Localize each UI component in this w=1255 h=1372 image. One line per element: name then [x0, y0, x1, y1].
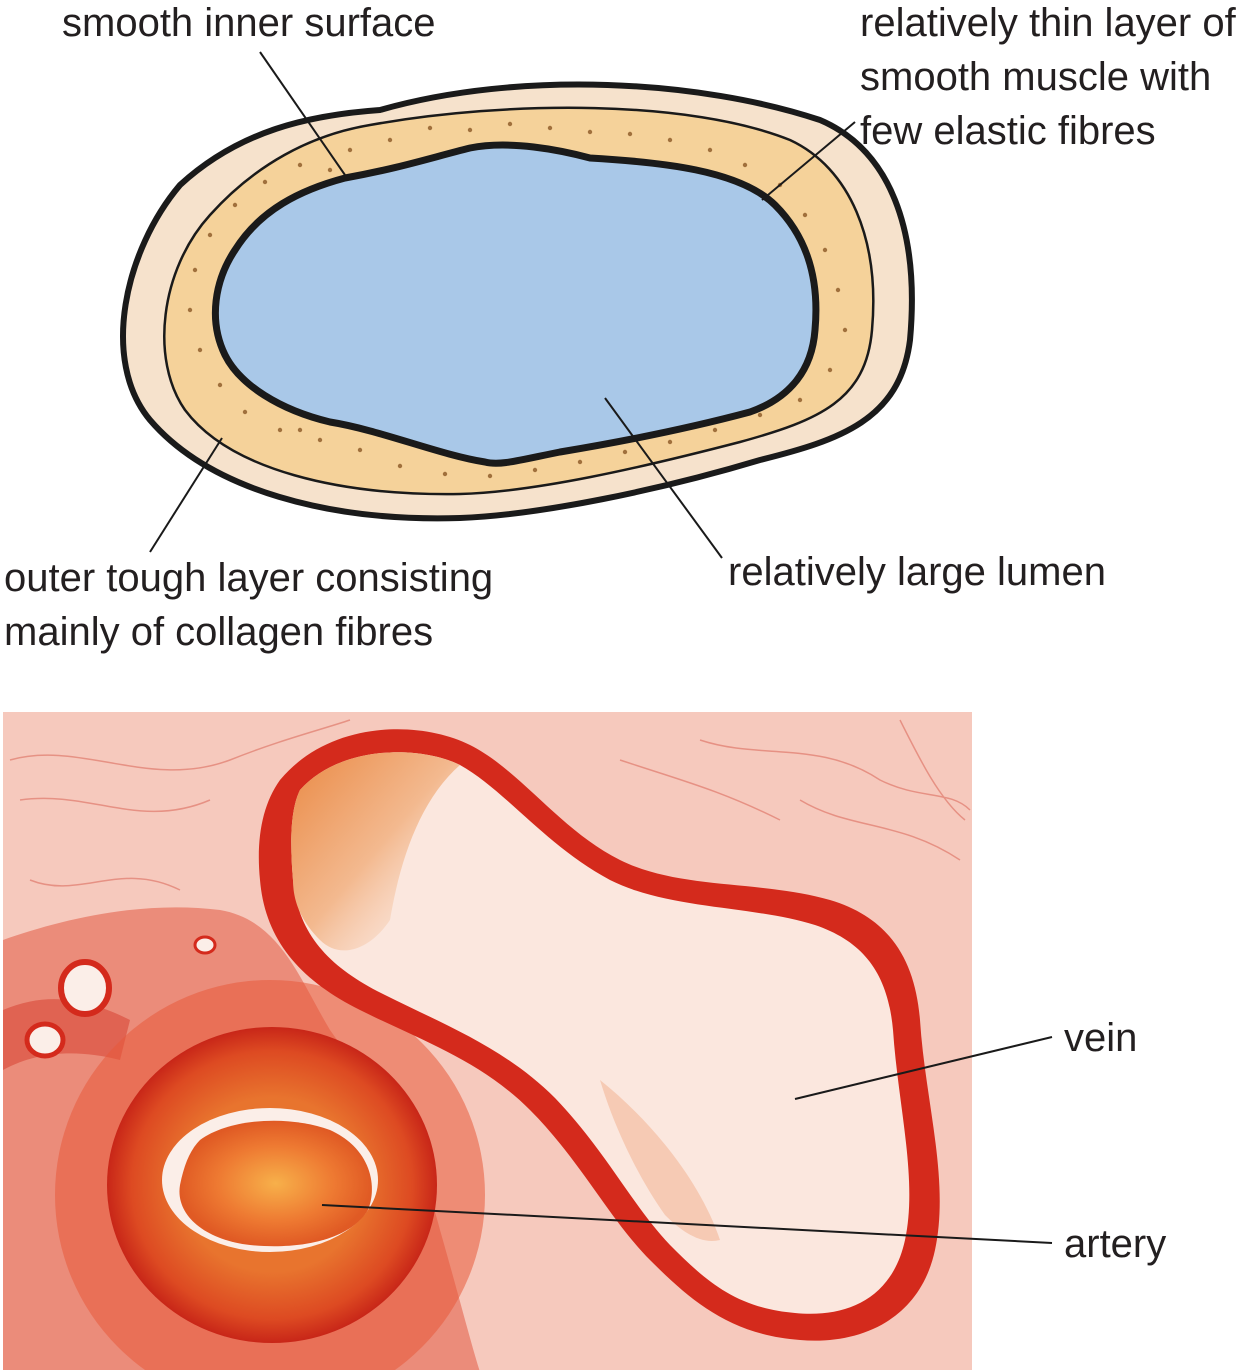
label-outer-layer-line-2: mainly of collagen fibres [4, 610, 434, 654]
vein-diagram [120, 51, 915, 559]
leader-artery [321, 1204, 1053, 1244]
small-vessel [193, 935, 217, 955]
micrograph-background [3, 712, 972, 1370]
artery-elastic-lining [162, 1108, 378, 1252]
leader-vein [794, 1036, 1053, 1100]
leader-muscle-layer [761, 121, 856, 201]
leader-outer-layer [149, 437, 223, 553]
vein-wall [258, 729, 940, 1341]
artery-lumen [179, 1120, 372, 1247]
label-muscle-layer-line-2: smooth muscle with [860, 55, 1212, 99]
label-artery: artery [1064, 1222, 1167, 1266]
label-outer-layer: outer tough layer consisting mainly of c… [4, 551, 493, 659]
label-outer-layer-line-1: outer tough layer consisting [4, 556, 494, 600]
small-vessel [24, 1021, 66, 1059]
label-lumen: relatively large lumen [728, 550, 1106, 594]
leader-inner-surface [259, 51, 346, 176]
vein-lumen [211, 141, 820, 467]
artery-wall [107, 1027, 437, 1343]
connective-strands [9, 719, 971, 891]
artery-adventitia [55, 980, 485, 1370]
label-muscle-layer-line-3: few elastic fibres [860, 109, 1156, 153]
label-muscle-layer: relatively thin layer of smooth muscle w… [860, 0, 1236, 158]
leader-lumen [604, 397, 723, 559]
label-muscle-layer-line-1: relatively thin layer of [860, 1, 1236, 45]
small-vessel [58, 959, 112, 1017]
label-smooth-inner-surface: smooth inner surface [62, 1, 436, 45]
vein-lumen [291, 752, 910, 1314]
label-vein: vein [1064, 1016, 1138, 1060]
dense-stroma [3, 907, 480, 1370]
